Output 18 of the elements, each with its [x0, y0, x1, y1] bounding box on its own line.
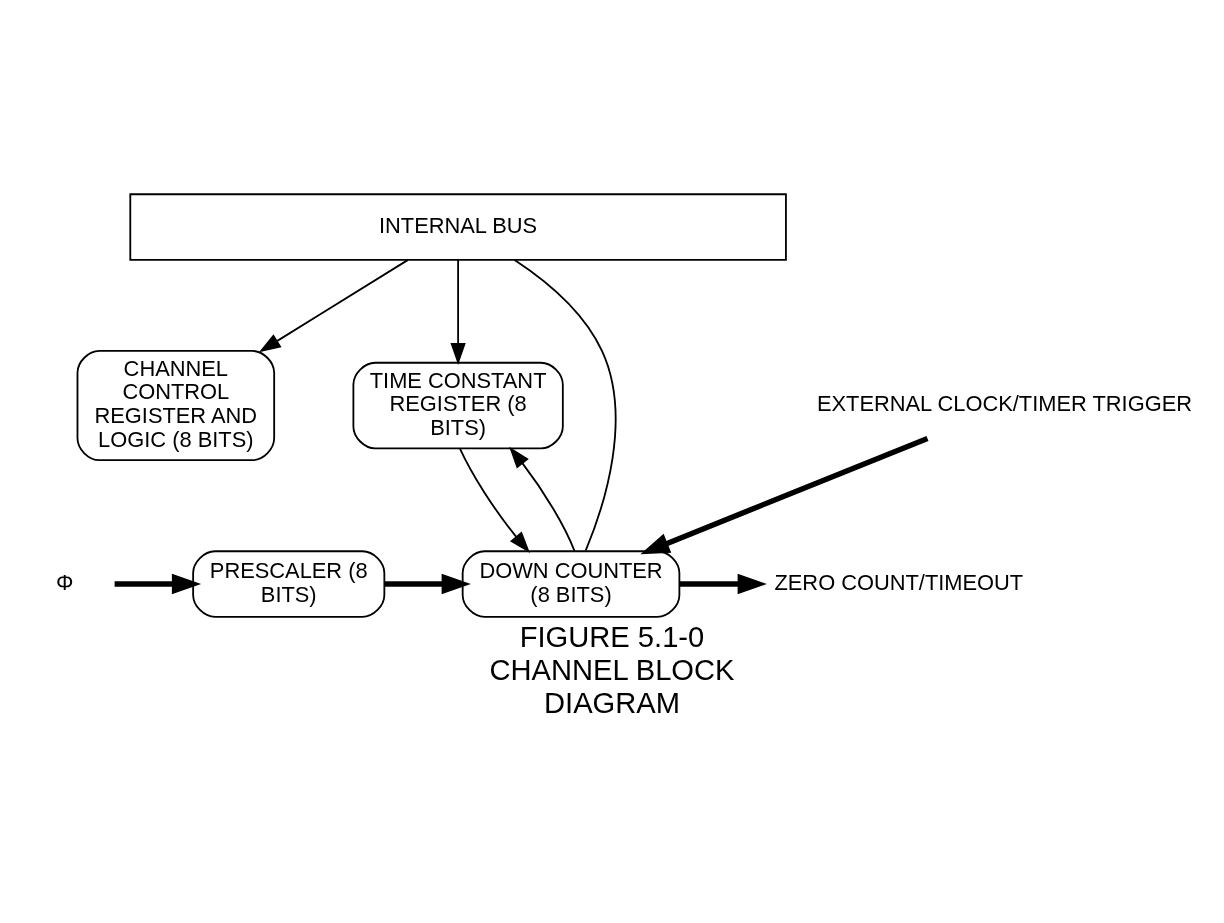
- node-text: ZERO COUNT/TIMEOUT: [774, 569, 1024, 595]
- arrow: [114, 573, 202, 594]
- arrow: [679, 573, 767, 594]
- node-box: INTERNAL BUS: [129, 192, 787, 261]
- caption: FIGURE 5.1-0 CHANNEL BLOCK DIAGRAM: [489, 620, 735, 719]
- node-box: CHANNEL CONTROL REGISTER AND LOGIC (8 BITS): [76, 349, 276, 461]
- node-box: PRESCALER (8 BITS): [192, 549, 386, 618]
- node-box: TIME CONSTANT REGISTER (8 BITS): [352, 361, 564, 449]
- arrow: [384, 573, 471, 594]
- connector: [513, 258, 617, 552]
- arrow: [450, 258, 466, 365]
- arrow: [459, 447, 530, 553]
- arrow: [640, 435, 929, 554]
- node-text: EXTERNAL CLOCK/TIMER TRIGGER: [816, 390, 1192, 416]
- arrow: [509, 446, 576, 552]
- arrow: [258, 258, 409, 352]
- node-box: DOWN COUNTER (8 BITS): [461, 549, 681, 618]
- node-text: Φ: [56, 569, 74, 595]
